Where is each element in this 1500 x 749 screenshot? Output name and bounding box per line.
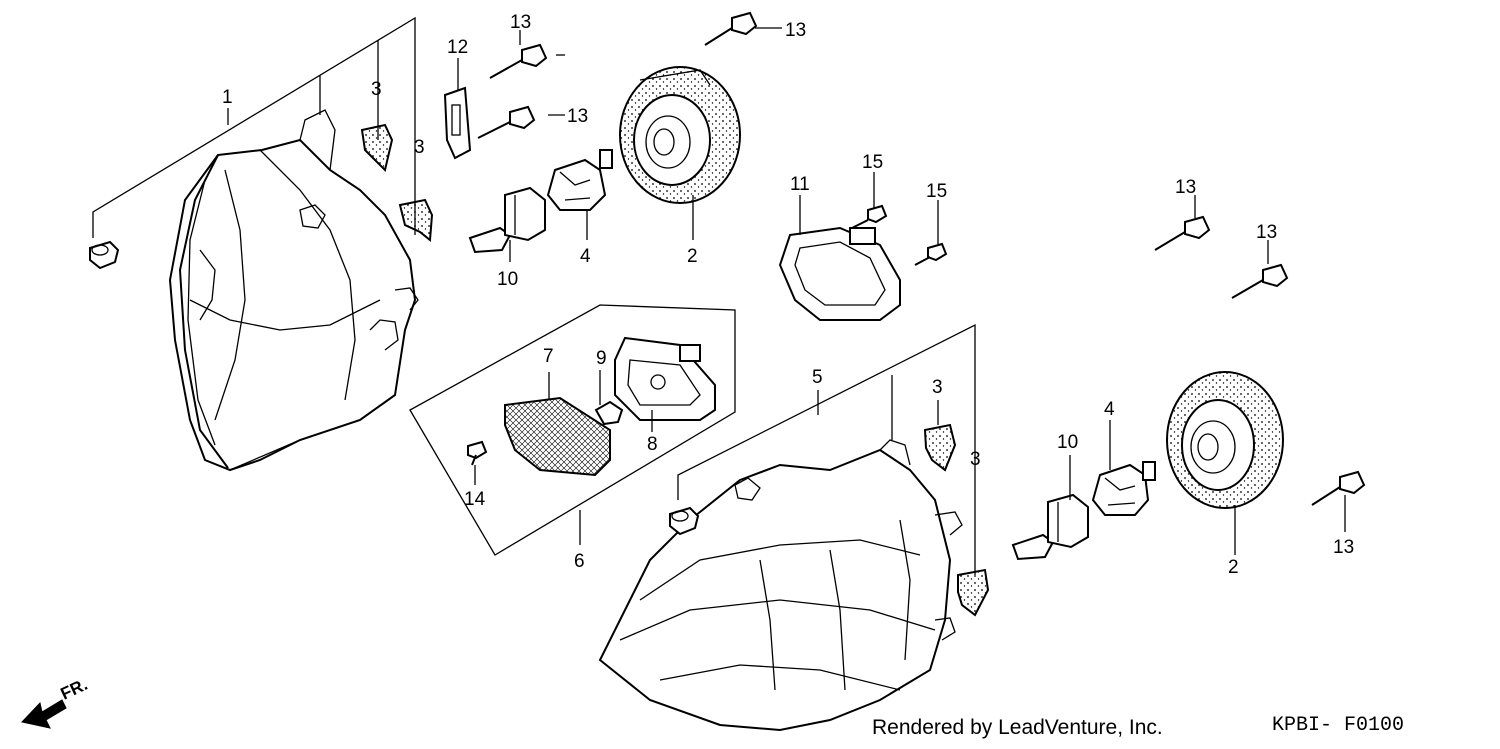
bolt-13d xyxy=(1154,215,1211,251)
callout-1: 1 xyxy=(222,87,233,108)
front-label: FR. xyxy=(58,675,91,704)
headlight-left xyxy=(168,109,419,472)
reflector-housing-upper xyxy=(619,66,741,204)
grommet-lower-2 xyxy=(957,568,990,617)
callout-13a: 13 xyxy=(510,12,531,33)
grommet-upper-2 xyxy=(398,198,434,242)
auxiliary-light-11 xyxy=(778,226,901,321)
socket-lower xyxy=(1091,461,1156,516)
callout-4a: 4 xyxy=(580,246,591,267)
callout-7: 7 xyxy=(543,346,554,367)
diagram-code: KPBI- F0100 xyxy=(1272,714,1405,737)
callout-labels: 1 3 3 12 13 13 13 10 4 2 11 15 15 13 13 … xyxy=(222,12,1354,578)
bolt-13f xyxy=(1311,470,1366,506)
leader-lines xyxy=(92,16,1346,575)
screw-part-15a xyxy=(851,204,888,229)
callout-10a: 10 xyxy=(497,269,518,290)
grommet-upper-1 xyxy=(360,123,394,172)
position-light-lens xyxy=(504,396,611,477)
callout-5: 5 xyxy=(812,367,823,388)
callout-3a: 3 xyxy=(371,79,382,100)
callout-2b: 2 xyxy=(1228,557,1239,578)
callout-3b: 3 xyxy=(414,137,425,158)
bracket-part-12 xyxy=(443,86,472,160)
collar-right xyxy=(669,506,700,536)
front-direction-indicator: FR. xyxy=(21,675,91,729)
callout-3d: 3 xyxy=(970,449,981,470)
arrow-icon xyxy=(21,699,67,729)
callout-13c: 13 xyxy=(785,20,806,41)
callout-9: 9 xyxy=(596,348,607,369)
callout-13f: 13 xyxy=(1333,537,1354,558)
screw-part-15b xyxy=(914,242,948,266)
callout-10b: 10 xyxy=(1057,432,1078,453)
callout-4b: 4 xyxy=(1104,399,1115,420)
callout-14: 14 xyxy=(464,489,486,510)
callout-3c: 3 xyxy=(932,377,943,398)
grommet-lower-1 xyxy=(923,423,957,472)
callout-13e: 13 xyxy=(1256,222,1277,243)
render-credit: Rendered by LeadVenture, Inc. xyxy=(872,716,1163,739)
callout-15b: 15 xyxy=(926,181,947,202)
callout-8: 8 xyxy=(647,434,658,455)
headlight-right xyxy=(598,439,963,732)
callout-2a: 2 xyxy=(687,246,698,267)
position-light-base xyxy=(614,336,716,421)
callout-13d: 13 xyxy=(1175,177,1196,198)
callout-13b: 13 xyxy=(567,106,588,127)
position-light-bulb xyxy=(594,400,624,426)
bulb-lower xyxy=(1011,493,1089,561)
bolt-13a xyxy=(489,43,548,79)
callout-6: 6 xyxy=(574,551,585,572)
bolt-13e xyxy=(1231,263,1289,299)
screw-part-14 xyxy=(467,440,488,466)
collar-left xyxy=(89,240,120,270)
callout-11: 11 xyxy=(790,174,810,195)
socket-upper xyxy=(546,149,613,211)
bolt-13c xyxy=(704,11,758,46)
bolt-13b xyxy=(477,105,536,139)
bulb-upper xyxy=(468,186,546,254)
callout-15a: 15 xyxy=(862,152,883,173)
callout-12: 12 xyxy=(447,37,468,58)
reflector-housing-lower xyxy=(1166,371,1284,509)
